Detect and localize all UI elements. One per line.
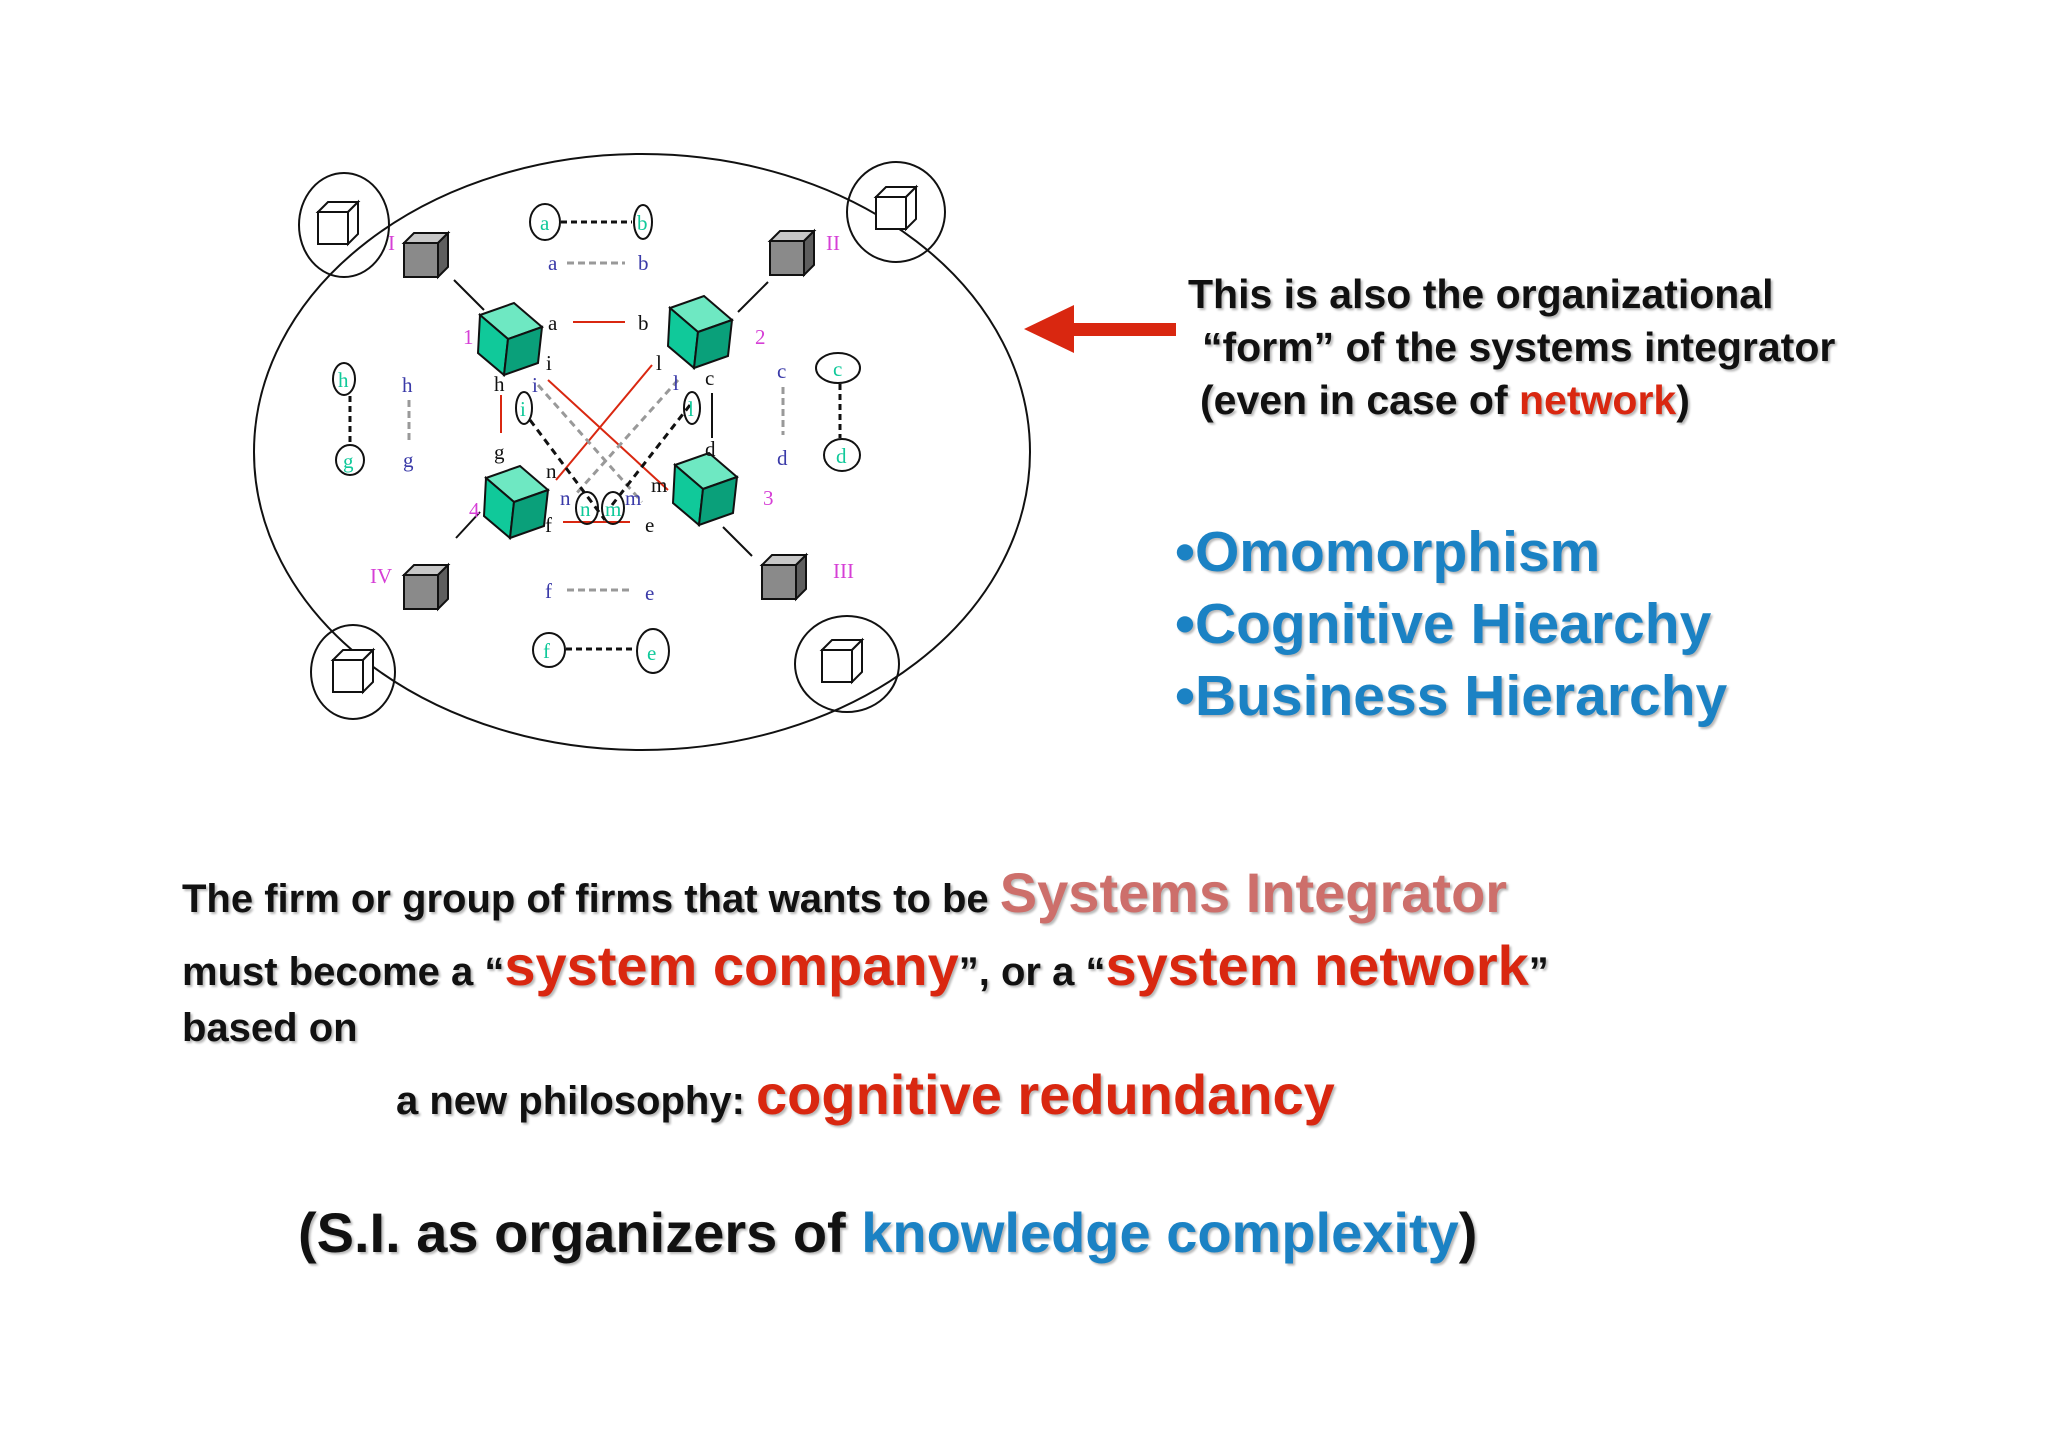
system-network-term: system network xyxy=(1105,934,1529,997)
node-n: n xyxy=(580,497,591,521)
node-i: i xyxy=(520,397,526,421)
bullet-cognitive-hierarchy: •Cognitive Hiearchy xyxy=(1175,592,1712,656)
paragraph-line-1: The firm or group of firms that wants to… xyxy=(182,861,1508,924)
label-d-navy: d xyxy=(777,446,788,470)
label-i-black: i xyxy=(546,351,552,375)
bullet-omomorphism: •Omomorphism xyxy=(1175,520,1601,584)
label-b-navy: b xyxy=(638,251,649,275)
label-e-navy: e xyxy=(645,581,654,605)
node-d: d xyxy=(836,444,847,468)
callout-line-2: “form” of the systems integrator xyxy=(1202,324,1836,370)
label-IV: IV xyxy=(370,564,392,588)
teal-cube-2 xyxy=(667,295,733,369)
label-m-black: m xyxy=(651,473,667,497)
node-c: c xyxy=(833,357,842,381)
label-1: 1 xyxy=(463,325,474,349)
cognitive-redundancy-term: cognitive redundancy xyxy=(756,1063,1335,1126)
label-I: I xyxy=(388,231,395,255)
label-n-navy: n xyxy=(560,486,571,510)
label-c-navy: c xyxy=(777,359,786,383)
corner-node-bottom-left xyxy=(310,624,396,720)
label-g-navy: g xyxy=(403,448,414,472)
bullet-business-hierarchy: •Business Hierarchy xyxy=(1175,664,1728,728)
label-m-navy: m xyxy=(625,486,641,510)
paragraph-line-2: must become a “system company”, or a “sy… xyxy=(182,934,1549,997)
label-h-black: h xyxy=(494,372,505,396)
system-company-term: system company xyxy=(504,934,959,997)
corner-node-top-left xyxy=(298,172,390,278)
node-a: a xyxy=(540,211,550,235)
footer-statement: (S.I. as organizers of knowledge complex… xyxy=(298,1201,1478,1264)
gray-cube-I xyxy=(403,232,449,278)
label-n-black: n xyxy=(546,459,557,483)
node-m: m xyxy=(605,497,621,521)
label-II: II xyxy=(826,231,840,255)
label-e-black: e xyxy=(645,513,654,537)
label-b-black: b xyxy=(638,311,649,335)
systems-integrator-term: Systems Integrator xyxy=(999,861,1508,924)
node-h: h xyxy=(338,368,349,392)
label-4: 4 xyxy=(469,498,480,522)
system-boundary-ellipse xyxy=(253,153,1031,751)
label-l-black: l xyxy=(656,351,662,375)
label-III: III xyxy=(833,559,854,583)
corner-node-bottom-right xyxy=(794,615,900,713)
label-h-navy: h xyxy=(402,373,413,397)
knowledge-complexity-term: knowledge complexity xyxy=(861,1201,1459,1264)
callout-text: This is also the organizational “form” o… xyxy=(1188,268,1835,427)
node-b: b xyxy=(637,211,648,235)
corner-node-top-right xyxy=(846,161,946,263)
label-3: 3 xyxy=(763,486,774,510)
label-f-black: f xyxy=(545,513,552,537)
node-e: e xyxy=(647,641,656,665)
label-a-black: a xyxy=(548,311,558,335)
node-f: f xyxy=(543,639,550,663)
callout-line-3: (even in case of network) xyxy=(1200,377,1690,423)
concept-list: •Omomorphism •Cognitive Hiearchy •Busine… xyxy=(1175,516,1727,732)
label-f-navy: f xyxy=(545,579,552,603)
callout-line-1: This is also the organizational xyxy=(1188,271,1774,317)
gray-cube-IV xyxy=(403,564,449,610)
node-g: g xyxy=(343,449,354,473)
callout-network: network xyxy=(1519,377,1677,423)
teal-cube-4 xyxy=(483,465,549,539)
label-a-navy: a xyxy=(548,251,558,275)
teal-cube-1 xyxy=(477,302,543,376)
label-2: 2 xyxy=(755,325,766,349)
arrow-left-icon xyxy=(1024,305,1176,353)
label-c-black: c xyxy=(705,366,714,390)
label-i-navy: i xyxy=(532,373,538,397)
node-l: l xyxy=(688,397,694,421)
gray-cube-III xyxy=(761,554,807,600)
paragraph-line-3: based on xyxy=(182,1006,358,1050)
gray-cube-II xyxy=(769,230,815,276)
label-g-black: g xyxy=(494,440,505,464)
label-d-black: d xyxy=(705,437,716,461)
teal-cube-3 xyxy=(672,452,738,526)
paragraph-line-4: a new philosophy: cognitive redundancy xyxy=(396,1063,1335,1126)
label-l-navy: l xyxy=(673,371,679,395)
